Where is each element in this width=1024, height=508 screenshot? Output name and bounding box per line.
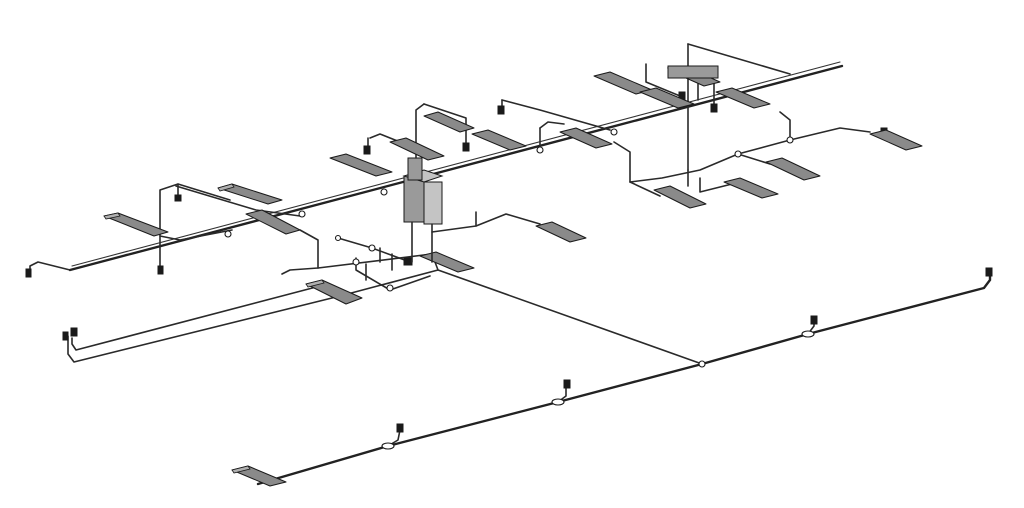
diffuser-7	[389, 137, 445, 161]
diffuser-6	[329, 153, 393, 177]
diffuser-14	[765, 157, 821, 181]
diffuser-13	[723, 177, 779, 199]
diffuser-5	[419, 251, 475, 273]
diffuser-4	[305, 279, 363, 305]
branch-lower-left	[62, 229, 439, 363]
diffuser-10	[535, 221, 587, 243]
diffuser-18	[667, 65, 721, 87]
diffuser-19	[715, 87, 771, 109]
diffuser-1	[103, 212, 169, 237]
diffuser-9	[471, 129, 527, 151]
diffuser-20	[231, 465, 287, 487]
branch-left-1	[157, 183, 301, 275]
trunk-left-end	[25, 261, 71, 278]
diffuser-15	[869, 129, 923, 151]
branch-upper-right	[645, 43, 791, 171]
diffuser-2	[217, 183, 283, 205]
equipment-unit	[402, 103, 444, 263]
center-manifold	[334, 234, 431, 292]
branch-long-lower	[256, 267, 993, 486]
branch-center	[363, 103, 541, 233]
diffuser-17	[639, 87, 695, 109]
diffuser-8	[423, 111, 475, 133]
diffuser-11	[559, 127, 613, 149]
diffuser-12	[653, 185, 707, 209]
trunk-valves	[224, 128, 618, 238]
branch-upper-middle	[497, 99, 611, 151]
